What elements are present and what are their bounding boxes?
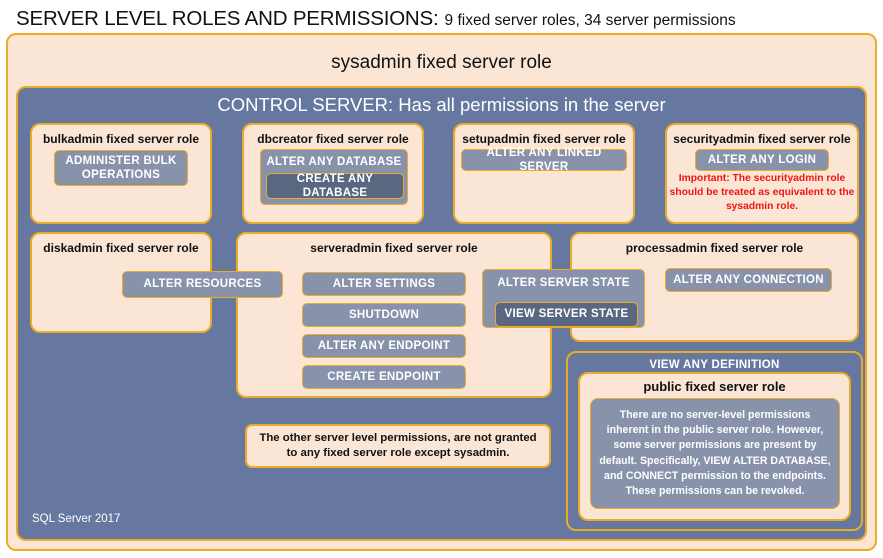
public-role-note: There are no server-level permissions in… (590, 398, 840, 509)
permission-alter-any-connection[interactable]: ALTER ANY CONNECTION (665, 268, 832, 292)
permission-alter-any-endpoint[interactable]: ALTER ANY ENDPOINT (302, 334, 466, 358)
dbcreator-role-box: dbcreator fixed server role ALTER ANY DA… (242, 123, 424, 224)
setupadmin-role-label: setupadmin fixed server role (462, 132, 626, 146)
permission-administer-bulk-operations[interactable]: ADMINISTER BULK OPERATIONS (54, 150, 188, 186)
permission-shutdown[interactable]: SHUTDOWN (302, 303, 466, 327)
permission-create-endpoint[interactable]: CREATE ENDPOINT (302, 365, 466, 389)
permission-view-server-state[interactable]: VIEW SERVER STATE (495, 302, 638, 327)
other-permissions-note: The other server level permissions, are … (245, 424, 551, 468)
view-any-definition-label: VIEW ANY DEFINITION (649, 359, 780, 371)
serveradmin-role-label: serveradmin fixed server role (310, 241, 478, 255)
permission-alter-any-login[interactable]: ALTER ANY LOGIN (695, 149, 829, 171)
bulkadmin-role-box: bulkadmin fixed server role ADMINISTER B… (30, 123, 212, 224)
processadmin-role-label: processadmin fixed server role (625, 241, 804, 255)
diskadmin-role-label: diskadmin fixed server role (43, 241, 199, 255)
public-role-label: public fixed server role (643, 379, 786, 394)
securityadmin-role-box: securityadmin fixed server role ALTER AN… (665, 123, 859, 224)
permission-create-any-database[interactable]: CREATE ANY DATABASE (266, 173, 404, 199)
footer-version-label: SQL Server 2017 (32, 513, 121, 525)
page-title: SERVER LEVEL ROLES AND PERMISSIONS: 9 fi… (16, 7, 736, 31)
serveradmin-role-box: serveradmin fixed server role ALTER SETT… (236, 232, 552, 398)
permission-alter-any-linked-server[interactable]: ALTER ANY LINKED SERVER (461, 147, 627, 173)
page-title-subtitle: 9 fixed server roles, 34 server permissi… (444, 12, 736, 29)
sysadmin-role-label: sysadmin fixed server role (331, 52, 552, 73)
control-server-label: CONTROL SERVER: Has all permissions in t… (217, 94, 666, 115)
bulkadmin-role-label: bulkadmin fixed server role (42, 132, 200, 146)
securityadmin-role-label: securityadmin fixed server role (673, 132, 851, 146)
securityadmin-warning-text: Important: The securityadmin role should… (669, 173, 855, 212)
page-title-main: SERVER LEVEL ROLES AND PERMISSIONS: (16, 7, 439, 30)
permission-alter-settings[interactable]: ALTER SETTINGS (302, 272, 466, 296)
dbcreator-role-label: dbcreator fixed server role (257, 132, 409, 146)
permission-alter-resources[interactable]: ALTER RESOURCES (122, 271, 283, 298)
setupadmin-role-box: setupadmin fixed server role ALTER ANY L… (453, 123, 635, 224)
